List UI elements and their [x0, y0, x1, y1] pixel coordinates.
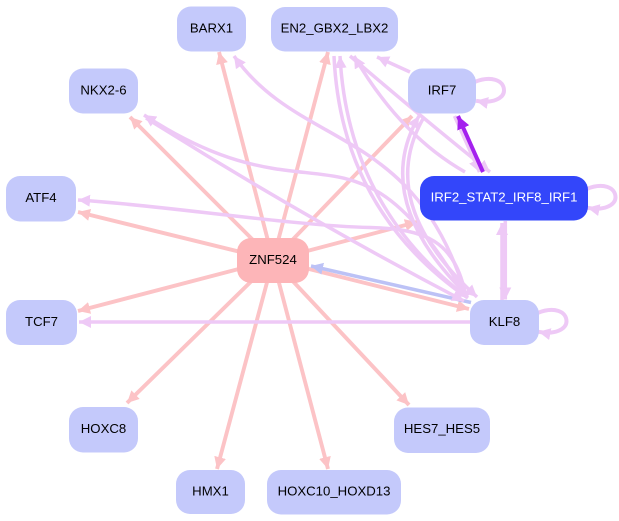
svg-text:KLF8: KLF8 — [489, 314, 521, 329]
svg-text:EN2_GBX2_LBX2: EN2_GBX2_LBX2 — [281, 21, 389, 36]
svg-text:IRF2_STAT2_IRF8_IRF1: IRF2_STAT2_IRF8_IRF1 — [431, 190, 578, 205]
svg-text:IRF7: IRF7 — [428, 82, 457, 97]
svg-text:ATF4: ATF4 — [25, 190, 56, 205]
svg-text:TCF7: TCF7 — [25, 314, 58, 329]
svg-text:HOXC8: HOXC8 — [81, 421, 126, 436]
svg-text:HOXC10_HOXD13: HOXC10_HOXD13 — [278, 483, 391, 498]
svg-text:BARX1: BARX1 — [190, 20, 233, 35]
svg-text:NKX2-6: NKX2-6 — [80, 82, 126, 97]
svg-text:ZNF524: ZNF524 — [249, 252, 297, 267]
svg-text:HMX1: HMX1 — [192, 483, 229, 498]
svg-text:HES7_HES5: HES7_HES5 — [404, 421, 480, 436]
